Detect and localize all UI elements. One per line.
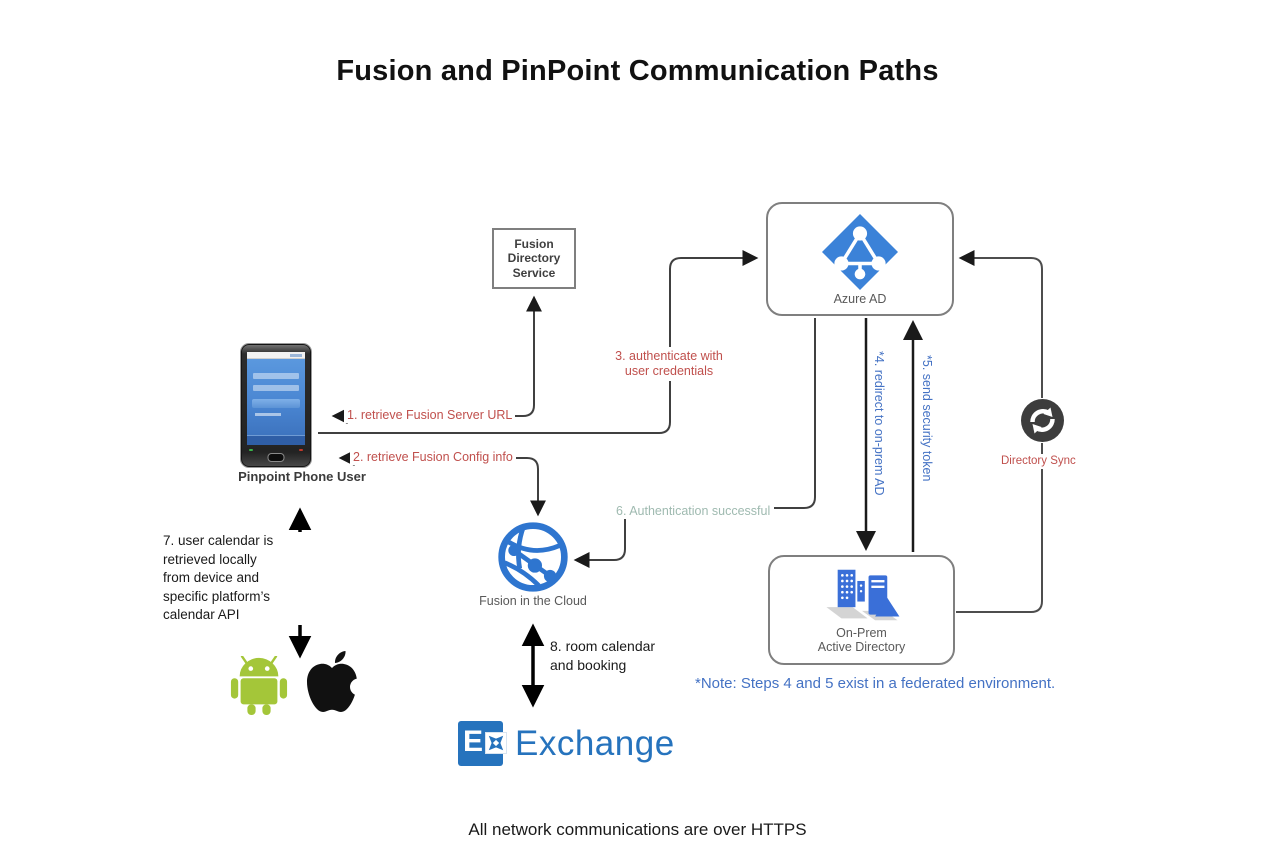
- diagram-title: Fusion and PinPoint Communication Paths: [336, 55, 939, 87]
- node-fusion-directory-service: Fusion Directory Service: [492, 228, 576, 289]
- phone-home-button: [267, 453, 285, 462]
- smartphone-login-screen: [240, 343, 312, 468]
- exchange-tile-icon: E: [458, 721, 507, 766]
- phone-screen: [247, 352, 305, 445]
- flow-label-step1: 1. retrieve Fusion Server URL: [344, 408, 516, 423]
- flow-label-step3: 3. authenticate with user credentials: [598, 347, 740, 381]
- azure-ad-icon: [822, 213, 898, 290]
- directory-sync-label: Directory Sync: [1001, 454, 1076, 469]
- phone-user-label: Pinpoint Phone User: [238, 469, 366, 484]
- node-on-prem-ad: On-Prem Active Directory: [768, 555, 955, 665]
- flow-label-step2: 2. retrieve Fusion Config info: [350, 450, 516, 465]
- connector-step3: [318, 250, 759, 434]
- exchange-tile-letter: E: [463, 725, 484, 758]
- connector-step1: [331, 295, 542, 424]
- federated-note: *Note: Steps 4 and 5 exist in a federate…: [695, 675, 1056, 692]
- flow-label-step4: *4. redirect to on-prem AD: [871, 348, 887, 499]
- fusion-directory-service-label: Fusion Directory Service: [507, 236, 561, 280]
- flow-label-step6: 6. Authentication successful: [612, 504, 775, 519]
- exchange-wordmark: Exchange: [515, 723, 675, 763]
- exchange-pinwheel-icon: [485, 732, 507, 754]
- active-directory-buildings-icon: [825, 569, 899, 620]
- android-robot-icon: [230, 656, 288, 716]
- node-azure-ad: Azure AD: [766, 202, 954, 316]
- azure-ad-label: Azure AD: [833, 291, 887, 306]
- apple-logo-icon: [307, 651, 363, 712]
- flow-label-step5: *5. send security token: [919, 352, 935, 485]
- flow-label-step8: 8. room calendar and booking: [550, 637, 656, 675]
- flow-label-step7: 7. user calendar is retrieved locally fr…: [163, 532, 303, 625]
- globe-network-icon: [498, 522, 568, 592]
- sync-arrows-icon: [1021, 399, 1064, 442]
- on-prem-ad-label: On-Prem Active Directory: [817, 625, 906, 655]
- connector-step2: [338, 450, 546, 517]
- exchange-logo: E Exchange: [458, 721, 675, 766]
- fusion-cloud-label: Fusion in the Cloud: [479, 594, 587, 608]
- https-note: All network communications are over HTTP…: [468, 820, 807, 839]
- connector-onprem-to-dirsync: [956, 443, 1043, 613]
- connector-dirsync-to-azure: [958, 250, 1043, 398]
